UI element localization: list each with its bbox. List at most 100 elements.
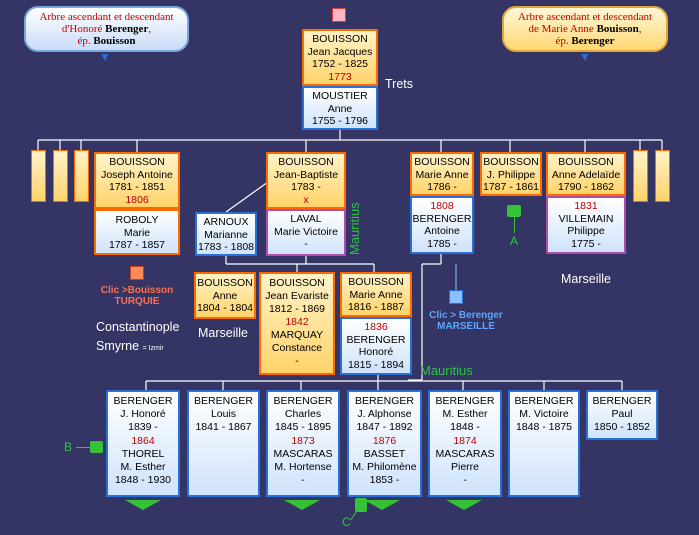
place-marseille-1: Marseille (198, 326, 249, 340)
person-bouisson-joseph-antoine[interactable]: BOUISSON Joseph Antoine 1781 - 1851 1806 (94, 152, 180, 209)
person-moustier-anne[interactable]: MOUSTIER Anne 1755 - 1796 (302, 86, 378, 130)
smyrne-label: Smyrne (96, 339, 140, 353)
person-dates: 1845 - 1895 (274, 421, 332, 434)
marriage-year: 1836 (364, 321, 388, 333)
marseille-link-line1: Clic > Berenger (429, 310, 503, 321)
right-tree-link-line3a: ép. (555, 35, 572, 47)
left-tree-link-line2b: Berenger (105, 23, 149, 35)
right-down-arrow-icon[interactable]: ▼ (579, 50, 591, 64)
person-dates: 1755 - 1796 (311, 115, 369, 127)
person-bouisson-jean-jacques[interactable]: BOUISSON Jean Jacques 1752 - 1825 1773 (302, 29, 378, 86)
person-given: J. Alphonse (357, 408, 412, 421)
expand-descendants-icon[interactable] (284, 500, 320, 510)
marker-b-label: B (64, 440, 73, 454)
person-bouisson-jean-baptiste[interactable]: BOUISSON Jean-Baptiste 1783 - x (266, 152, 346, 209)
person-dates: 1812 - 1869 (268, 303, 326, 315)
person-dates: 1847 - 1892 (356, 421, 413, 434)
person-given: J. Honoré (120, 408, 166, 421)
person-villemain-philippe[interactable]: 1831 VILLEMAIN Philippe 1775 - (546, 196, 626, 254)
person-given: Paul (611, 408, 633, 421)
person-name: BERENGER (412, 212, 472, 225)
spouse-given: M. Hortense (274, 461, 332, 474)
person-given: J. Philippe (486, 168, 536, 181)
person-name: BERENGER (435, 395, 495, 407)
spouse-given: Constance (271, 342, 323, 354)
person-dates: 1787 - 1861 (482, 181, 540, 193)
spouse-name: THOREL (121, 447, 165, 460)
person-berenger-antoine[interactable]: 1808 BERENGER Antoine 1785 - (410, 196, 474, 254)
person-dates: 1781 - 1851 (108, 181, 166, 193)
person-given: Marianne (204, 228, 248, 241)
pointer-hand-icon-a[interactable] (507, 205, 521, 217)
person-berenger-j-honore[interactable]: BERENGER J. Honoré 1839 - 1864 THOREL M.… (106, 390, 180, 497)
person-bouisson-anne-adelaide[interactable]: BOUISSON Anne Adelaïde 1790 - 1862 (546, 152, 626, 196)
left-down-arrow-icon[interactable]: ▼ (99, 50, 111, 64)
person-dates: 1775 - (571, 237, 601, 250)
left-tree-link-line2c: , (148, 23, 152, 35)
person-given: Honoré (358, 346, 394, 358)
spouse-given: M. Esther (120, 461, 166, 474)
person-laval-marie-victoire[interactable]: LAVAL Marie Victoire - (266, 209, 346, 256)
person-roboly-marie[interactable]: ROBOLY Marie 1787 - 1857 (94, 209, 180, 255)
marriage-year: 1773 (328, 70, 352, 83)
person-given: Charles (284, 408, 322, 421)
person-name: ROBOLY (115, 214, 159, 226)
izmir-label: = Izmir (142, 345, 164, 352)
collapsed-sibling-1[interactable] (31, 150, 46, 202)
person-dates: 1804 - 1804 (196, 302, 254, 314)
pointer-hand-icon-b[interactable] (90, 441, 103, 453)
person-name: BERENGER (194, 395, 253, 407)
person-bouisson-jean-evariste[interactable]: BOUISSON Jean Evariste 1812 - 1869 1842 … (259, 272, 335, 375)
person-given: Jean Evariste (265, 290, 329, 302)
left-tree-link[interactable]: Arbre ascendant et descendant d'Honoré B… (24, 6, 189, 52)
person-berenger-paul[interactable]: BERENGER Paul 1850 - 1852 (586, 390, 658, 440)
person-berenger-honore[interactable]: 1836 BERENGER Honoré 1815 - 1894 (340, 317, 412, 375)
marriage-year: 1864 (131, 434, 155, 447)
pointer-a-stem (514, 217, 515, 233)
marseille-link[interactable]: Clic > Berenger MARSEILLE (420, 310, 512, 332)
marseille-link-icon[interactable] (449, 290, 463, 304)
expand-descendants-icon[interactable] (364, 500, 400, 510)
ancestor-link-icon[interactable] (332, 8, 346, 22)
person-bouisson-j-philippe[interactable]: BOUISSON J. Philippe 1787 - 1861 (480, 152, 542, 196)
person-dates: 1785 - (427, 237, 457, 250)
spouse-given: M. Philomène (352, 461, 417, 474)
marriage-year: 1873 (291, 434, 315, 447)
person-dates: 1841 - 1867 (195, 421, 252, 434)
person-bouisson-marie-anne-1816[interactable]: BOUISSON Marie Anne 1816 - 1887 (340, 272, 412, 317)
marker-a-label: A (510, 234, 519, 248)
person-berenger-m-esther[interactable]: BERENGER M. Esther 1848 - 1874 MASCARAS … (428, 390, 502, 497)
collapsed-sibling-5[interactable] (655, 150, 670, 202)
spouse-dates: - (463, 474, 467, 487)
person-berenger-charles[interactable]: BERENGER Charles 1845 - 1895 1873 MASCAR… (266, 390, 340, 497)
marriage-year: 1874 (453, 434, 477, 447)
right-tree-link[interactable]: Arbre ascendant et descendant de Marie A… (502, 6, 668, 52)
person-given: Louis (210, 408, 237, 421)
place-constantinople: Constantinople (96, 320, 180, 334)
person-name: BOUISSON (197, 277, 253, 289)
person-berenger-louis[interactable]: BERENGER Louis 1841 - 1867 (187, 390, 260, 497)
spouse-given: Pierre (450, 461, 479, 474)
pointer-hand-icon-c[interactable] (355, 498, 367, 512)
person-given: Marie Victoire (274, 225, 338, 238)
collapsed-sibling-4[interactable] (633, 150, 648, 202)
person-given: Marie (123, 226, 151, 239)
person-bouisson-marie-anne-1786[interactable]: BOUISSON Marie Anne 1786 - (410, 152, 474, 196)
person-arnoux-marianne[interactable]: ARNOUX Marianne 1783 - 1808 (195, 212, 257, 256)
turquie-link-icon[interactable] (130, 266, 144, 280)
person-name: BOUISSON (348, 276, 404, 288)
person-bouisson-anne-1804[interactable]: BOUISSON Anne 1804 - 1804 (194, 272, 256, 319)
person-berenger-m-victoire[interactable]: BERENGER M. Victoire 1848 - 1875 (508, 390, 580, 497)
person-name: BERENGER (355, 395, 414, 407)
collapsed-sibling-3[interactable] (74, 150, 89, 202)
person-name: VILLEMAIN (558, 212, 614, 225)
person-name: BERENGER (273, 395, 333, 407)
expand-descendants-icon[interactable] (446, 500, 482, 510)
expand-descendants-icon[interactable] (125, 500, 161, 510)
person-berenger-j-alphonse[interactable]: BERENGER J. Alphonse 1847 - 1892 1876 BA… (347, 390, 422, 497)
turquie-link-line1: Clic >Bouisson (100, 285, 174, 296)
collapsed-sibling-2[interactable] (53, 150, 68, 202)
person-name: LAVAL (290, 213, 322, 225)
turquie-link[interactable]: Clic >Bouisson TURQUIE (96, 285, 178, 307)
spouse-name: MASCARAS (435, 447, 495, 460)
